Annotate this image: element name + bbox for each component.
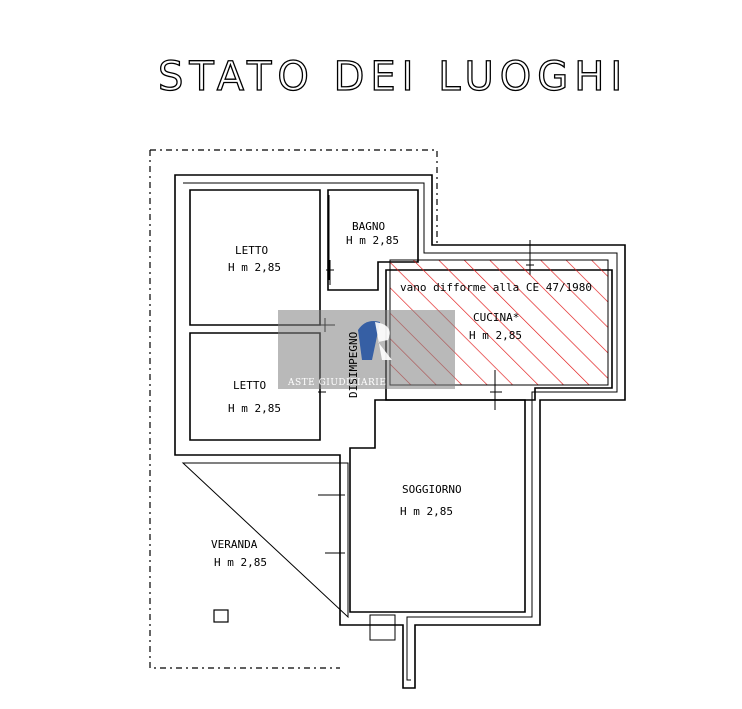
bagno-name: BAGNO bbox=[352, 220, 385, 233]
cucina-note: vano difforme alla CE 47/1980 bbox=[400, 281, 592, 294]
soggiorno-name: SOGGIORNO bbox=[402, 483, 462, 496]
cucina-height: H m 2,85 bbox=[469, 329, 522, 342]
soggiorno-height: H m 2,85 bbox=[400, 505, 453, 518]
veranda-fixture-icon bbox=[213, 609, 229, 623]
watermark-logo-icon bbox=[358, 321, 392, 360]
veranda-height: H m 2,85 bbox=[214, 556, 267, 569]
drawing-title: STATO DEI LUOGHI bbox=[158, 54, 628, 100]
watermark: ASTE GIUDIZIARIE bbox=[278, 310, 455, 389]
exterior-walls bbox=[174, 174, 626, 689]
letto2-name: LETTO bbox=[233, 379, 266, 392]
interior-walls bbox=[189, 189, 613, 641]
watermark-text: ASTE GIUDIZIARIE bbox=[287, 378, 386, 388]
letto1-height: H m 2,85 bbox=[228, 261, 281, 274]
cucina-name: CUCINA* bbox=[473, 311, 519, 324]
disimpegno-name: DISIMPEGNO bbox=[347, 332, 360, 398]
veranda-name: VERANDA bbox=[211, 538, 258, 551]
letto2-height: H m 2,85 bbox=[228, 402, 281, 415]
veranda-boundary bbox=[149, 149, 438, 669]
letto1-name: LETTO bbox=[235, 244, 268, 257]
bagno-height: H m 2,85 bbox=[346, 234, 399, 247]
